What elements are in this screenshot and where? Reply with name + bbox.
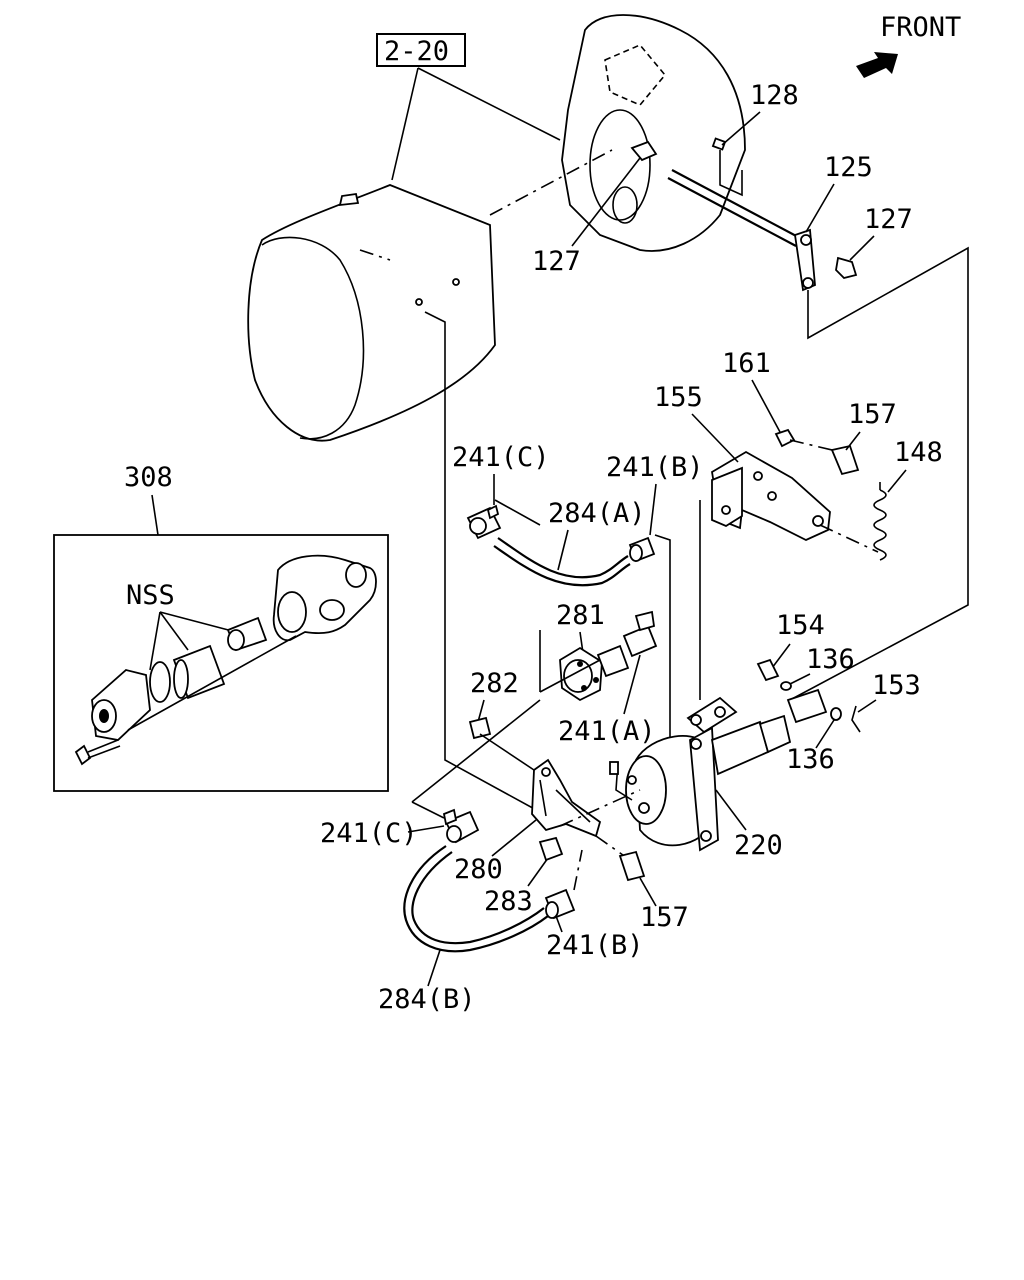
- nut-283: [538, 836, 564, 862]
- hose-284a: [497, 537, 629, 579]
- fitting-241a: [622, 610, 658, 658]
- callout-241c-top: 241(C): [452, 442, 550, 473]
- nut-161: [774, 428, 796, 448]
- booster-220: [609, 688, 828, 852]
- inset-label: 308: [124, 462, 173, 493]
- reference-box[interactable]: 2-20: [376, 33, 561, 181]
- reference-box-frame: [376, 33, 466, 67]
- bolt-127-right: [835, 256, 858, 279]
- hose-284b: [403, 845, 549, 953]
- washer-136-top: [780, 681, 792, 691]
- callout-280: 280: [454, 854, 503, 885]
- callout-241c-bottom: 241(C): [320, 818, 418, 849]
- reference-box-label: 2-20: [384, 36, 449, 67]
- inset-308: 308 NSS: [53, 462, 389, 792]
- bolt-282: [468, 716, 492, 740]
- transmission-housing: [561, 14, 746, 252]
- callout-127-right: 127: [864, 204, 913, 235]
- fitting-241b-bottom: [544, 888, 576, 920]
- callout-153: 153: [872, 670, 921, 701]
- callout-282: 282: [470, 668, 519, 699]
- callout-241b-bottom: 241(B): [546, 930, 644, 961]
- front-indicator: FRONT: [856, 12, 961, 78]
- callout-125: 125: [824, 152, 873, 183]
- cross-shaft-assembly: [630, 137, 858, 292]
- pin-154: [756, 658, 780, 682]
- callout-154: 154: [776, 610, 825, 641]
- front-label: FRONT: [880, 12, 961, 43]
- callout-136-top: 136: [806, 644, 855, 675]
- bracket-155: [711, 450, 831, 541]
- callout-127-left: 127: [532, 246, 581, 277]
- bolt-157-bottom: [618, 850, 646, 882]
- spring-148: [873, 482, 887, 561]
- clutch-cover-housing: [247, 184, 496, 442]
- bolt-157-top: [830, 444, 860, 476]
- callout-220: 220: [734, 830, 783, 861]
- front-arrow-icon: [856, 52, 898, 78]
- callout-155: 155: [654, 382, 703, 413]
- callout-284a: 284(A): [548, 498, 646, 529]
- callout-161: 161: [722, 348, 771, 379]
- inset-frame: [53, 534, 389, 792]
- callout-136-bottom: 136: [786, 744, 835, 775]
- callout-157-top: 157: [848, 399, 897, 430]
- valve-281: [559, 644, 630, 702]
- bracket-280: [531, 758, 602, 838]
- washer-136-bottom: [830, 707, 842, 721]
- lever-125: [794, 228, 816, 292]
- pin-128: [711, 137, 727, 151]
- callout-284b: 284(B): [378, 984, 476, 1015]
- callout-241a: 241(A): [558, 716, 656, 747]
- nss-label: NSS: [126, 580, 175, 611]
- clip-153: [851, 705, 861, 733]
- bolt-127-left: [630, 140, 658, 162]
- callout-157-bottom: 157: [640, 902, 689, 933]
- fitting-241b-top: [628, 536, 656, 563]
- callout-148: 148: [894, 437, 943, 468]
- callout-241b-top: 241(B): [606, 452, 704, 483]
- callout-283: 283: [484, 886, 533, 917]
- fitting-241c-bottom: [442, 808, 480, 844]
- callout-128: 128: [750, 80, 799, 111]
- fitting-241c-top: [466, 504, 502, 540]
- callout-281: 281: [556, 600, 605, 631]
